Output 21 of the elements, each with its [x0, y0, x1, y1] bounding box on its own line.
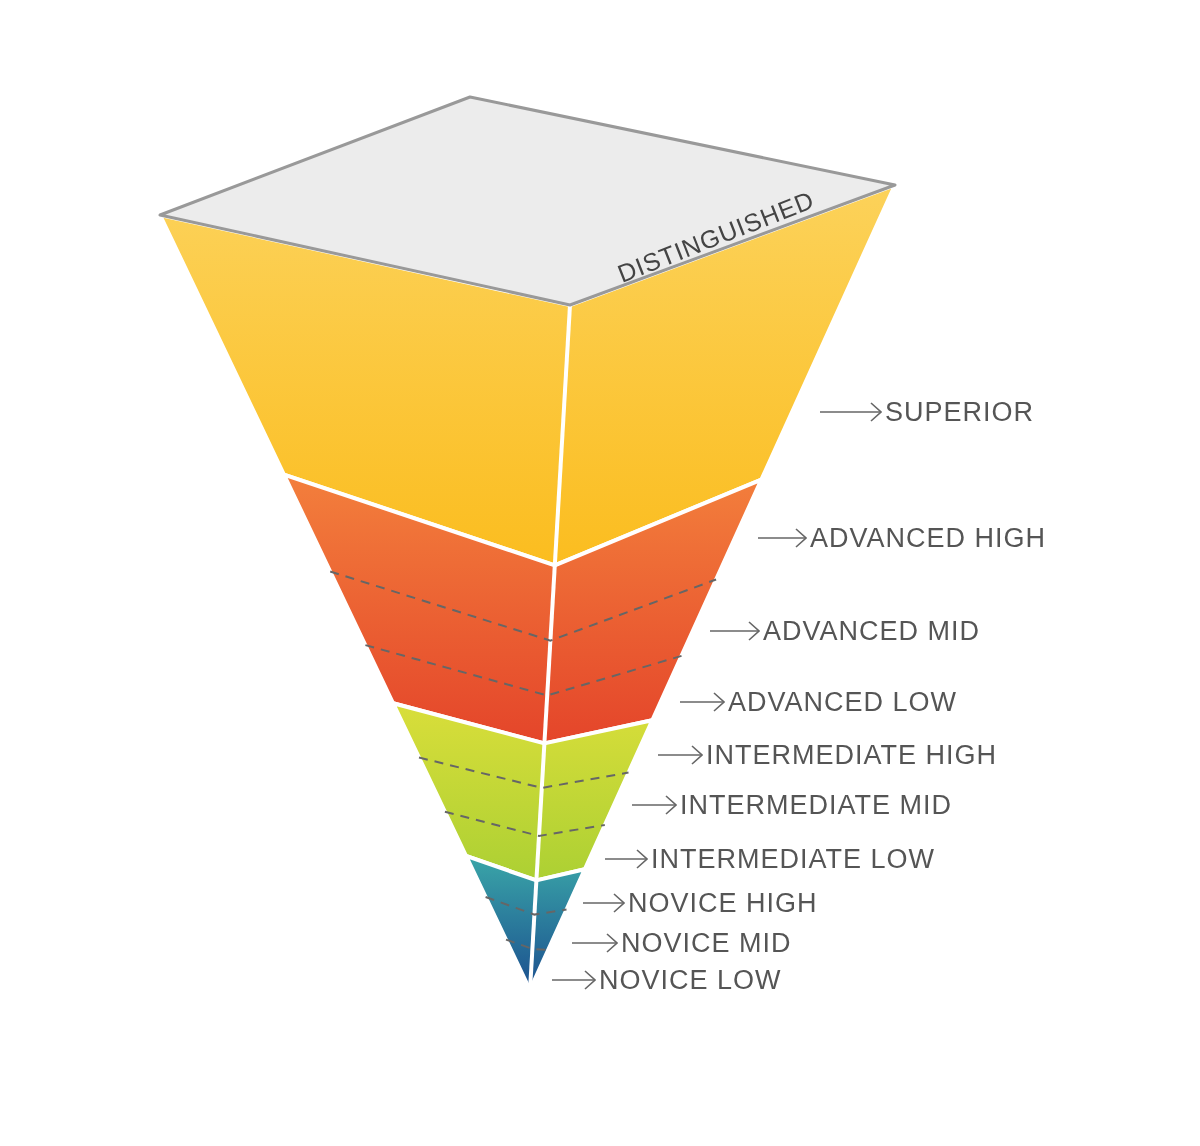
arrow — [551, 970, 596, 990]
arrow — [571, 933, 618, 953]
arrow — [819, 402, 882, 422]
level-label: NOVICE LOW — [599, 965, 782, 995]
arrow — [709, 621, 760, 641]
level-label: ADVANCED MID — [763, 616, 981, 646]
arrow — [631, 795, 677, 815]
arrow — [604, 849, 648, 869]
arrow — [679, 692, 725, 712]
level-label: NOVICE MID — [621, 928, 792, 958]
top-face — [158, 95, 897, 307]
level-label: NOVICE HIGH — [628, 888, 818, 918]
level-label: SUPERIOR — [885, 397, 1035, 427]
level-label: INTERMEDIATE LOW — [651, 844, 935, 874]
level-label: INTERMEDIATE HIGH — [706, 740, 997, 770]
arrow — [657, 745, 703, 765]
level-label: ADVANCED HIGH — [810, 523, 1047, 553]
arrow — [582, 893, 625, 913]
level-label: INTERMEDIATE MID — [680, 790, 952, 820]
level-label: ADVANCED LOW — [728, 687, 958, 717]
arrow — [757, 528, 807, 548]
